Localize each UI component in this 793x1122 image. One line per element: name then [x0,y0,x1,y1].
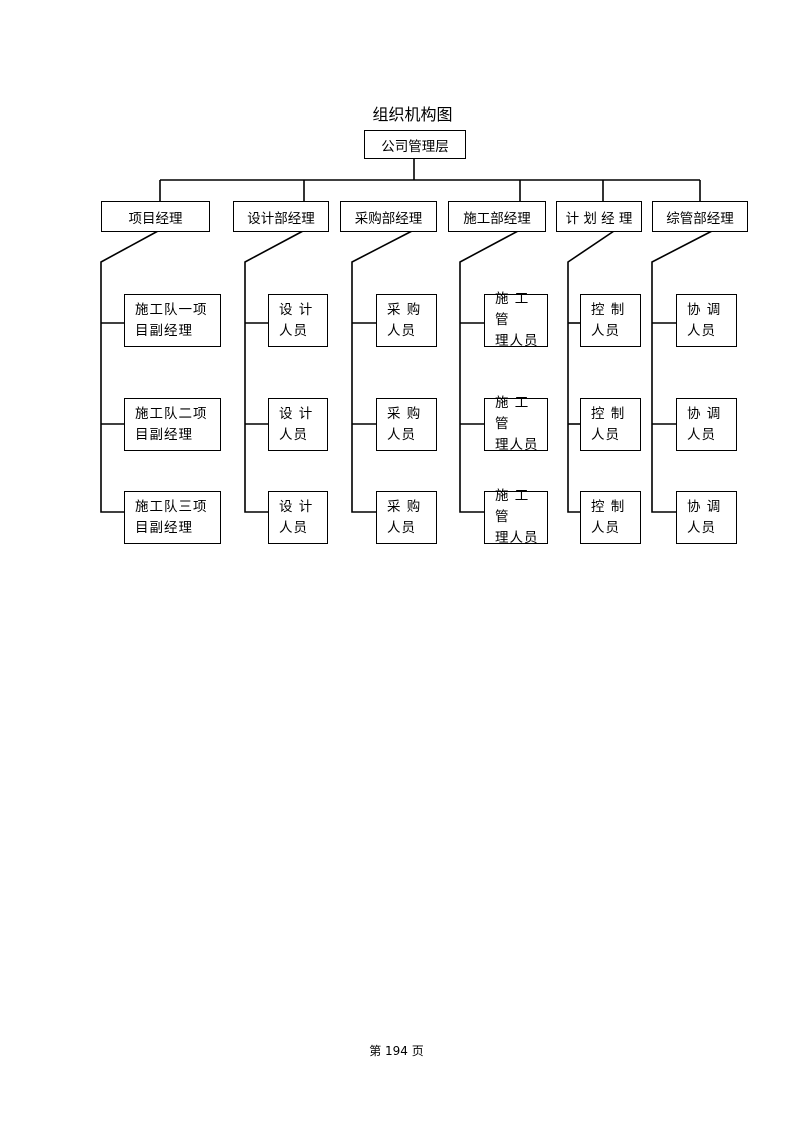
node-label-line: 人员 [279,322,308,339]
node-label-line: 设 计 [279,405,314,422]
node-staff: 协 调人员 [676,294,737,347]
node-staff: 施工队二项目副经理 [124,398,221,451]
node-label: 综管部经理 [666,210,734,227]
node-staff: 施 工 管理人员 [484,291,548,349]
node-label: 采购部经理 [354,210,423,227]
node-staff: 施工队一项目副经理 [124,294,221,347]
node-label-line: 人员 [387,519,416,536]
node-label-line: 施工队三项 [135,498,208,515]
node-label-line: 协 调 [687,301,722,318]
node-label-line: 目副经理 [135,519,193,536]
node-label-line: 施工队一项 [135,301,208,318]
node-label-line: 协 调 [687,498,722,515]
node-label-line: 人员 [387,322,416,339]
node-staff: 设 计人员 [268,491,328,544]
node-label-line: 采 购 [387,498,422,515]
node-label-line: 施工队二项 [135,405,208,422]
node-dept-2: 设计部经理 [233,201,329,232]
node-label: 施工部经理 [463,210,531,227]
node-label-line: 人员 [687,322,716,339]
node-staff: 施工队三项目副经理 [124,491,221,544]
node-label-line: 人员 [591,426,620,443]
node-label-line: 人员 [687,519,716,536]
node-company-management: 公司管理层 [364,130,466,159]
node-label: 设计部经理 [247,210,315,227]
node-staff: 采 购人员 [376,398,437,451]
node-label-line: 控 制 [591,301,626,318]
node-dept-5: 计 划 经 理 [556,201,642,232]
node-label-line: 人员 [279,519,308,536]
node-label-line: 理人员 [495,530,539,546]
node-label-line: 人员 [279,426,308,443]
node-dept-6: 综管部经理 [652,201,748,232]
node-label-line: 控 制 [591,498,626,515]
node-dept-3: 采购部经理 [340,201,437,232]
node-staff: 控 制人员 [580,398,641,451]
node-staff: 施 工 管理人员 [484,395,548,453]
node-staff: 协 调人员 [676,398,737,451]
node-staff: 施 工 管理人员 [484,488,548,546]
node-label-line: 施 工 管 [495,395,530,432]
node-label: 公司管理层 [381,138,449,155]
node-label-line: 设 计 [279,498,314,515]
node-label-line: 人员 [591,519,620,536]
node-staff: 设 计人员 [268,398,328,451]
node-label-line: 协 调 [687,405,722,422]
node-label: 项目经理 [128,210,183,227]
page-number: 第 194 页 [369,1044,424,1058]
node-label: 计 划 经 理 [565,210,633,227]
node-label-line: 目副经理 [135,426,193,443]
node-dept-4: 施工部经理 [448,201,546,232]
node-staff: 采 购人员 [376,491,437,544]
node-label-line: 理人员 [495,437,539,453]
node-label-line: 采 购 [387,301,422,318]
node-staff: 控 制人员 [580,294,641,347]
node-staff: 设 计人员 [268,294,328,347]
node-label-line: 设 计 [279,301,314,318]
node-staff: 控 制人员 [580,491,641,544]
node-staff: 采 购人员 [376,294,437,347]
node-label-line: 控 制 [591,405,626,422]
node-label-line: 人员 [687,426,716,443]
node-label-line: 施 工 管 [495,488,530,525]
node-label-line: 人员 [591,322,620,339]
node-staff: 协 调人员 [676,491,737,544]
node-label-line: 采 购 [387,405,422,422]
node-dept-1: 项目经理 [101,201,210,232]
node-label-line: 目副经理 [135,322,193,339]
node-label-line: 理人员 [495,333,539,349]
chart-title: 组织机构图 [372,105,453,124]
node-label-line: 人员 [387,426,416,443]
node-label-line: 施 工 管 [495,291,530,328]
